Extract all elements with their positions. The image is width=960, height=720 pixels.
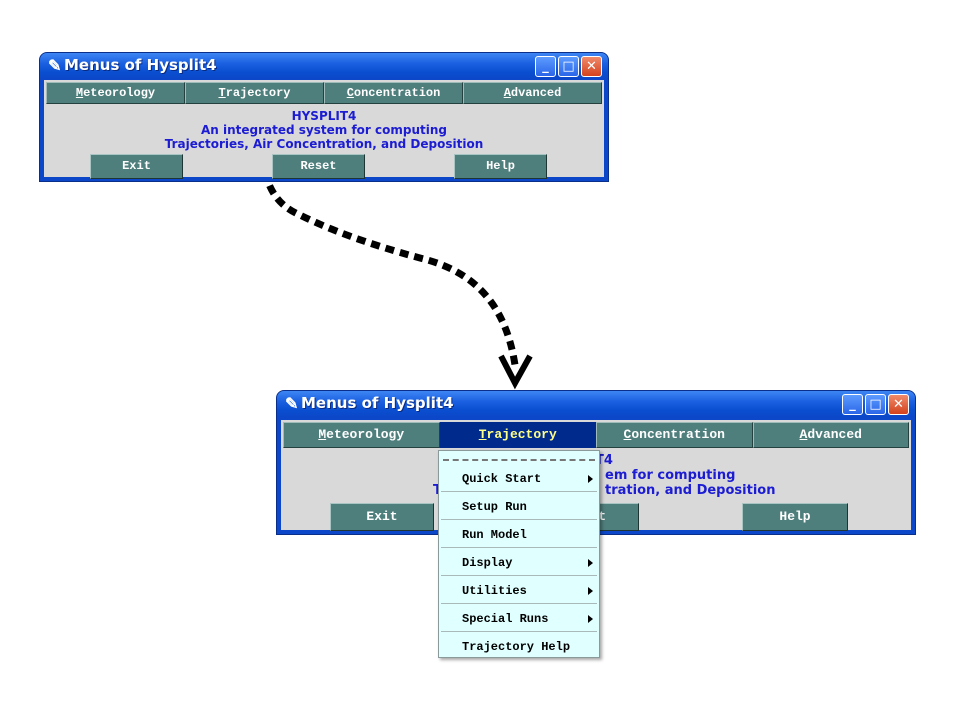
menu-bar: Meteorology Trajectory Concentration Adv… <box>283 422 909 448</box>
feather-icon: ✎ <box>285 396 299 413</box>
menu-trajectory[interactable]: Trajectory <box>439 422 596 448</box>
title-bar[interactable]: ✎ Menus of Hysplit4 _ □ ✕ <box>40 53 608 80</box>
menu-meteorology[interactable]: Meteorology <box>283 422 440 448</box>
submenu-arrow-icon <box>588 559 593 567</box>
menu-bar: Meteorology Trajectory Concentration Adv… <box>46 82 602 104</box>
menu-item-setup-run[interactable]: Setup Run <box>441 494 597 520</box>
menu-item-special-runs[interactable]: Special Runs <box>441 606 597 632</box>
info-subtitle: An integrated system for computing <box>201 123 447 137</box>
window-title: Menus of Hysplit4 <box>64 56 217 74</box>
info-description-fragment: tration, and Deposition <box>605 483 776 498</box>
window-title: Menus of Hysplit4 <box>301 394 454 412</box>
menu-item-quick-start[interactable]: Quick Start <box>441 466 597 492</box>
menu-item-display[interactable]: Display <box>441 550 597 576</box>
help-button[interactable]: Help <box>454 154 547 179</box>
exit-button[interactable]: Exit <box>90 154 183 179</box>
menu-meteorology[interactable]: Meteorology <box>46 82 185 104</box>
info-title: HYSPLIT4 <box>291 109 357 123</box>
close-icon[interactable]: ✕ <box>888 394 909 415</box>
menu-item-utilities[interactable]: Utilities <box>441 578 597 604</box>
trajectory-dropdown-menu: Quick Start Setup Run Run Model Display … <box>438 450 600 658</box>
title-bar[interactable]: ✎ Menus of Hysplit4 _ □ ✕ <box>277 391 915 418</box>
info-description-start: T <box>433 484 911 498</box>
dotted-arrow-path <box>253 111 519 366</box>
submenu-arrow-icon <box>588 615 593 623</box>
reset-button[interactable]: Reset <box>272 154 365 179</box>
menu-advanced[interactable]: Advanced <box>752 422 909 448</box>
submenu-arrow-icon <box>588 587 593 595</box>
tearoff-line[interactable] <box>443 459 595 461</box>
minimize-icon[interactable]: _ <box>842 394 863 415</box>
info-title-fragment: T4 <box>595 453 613 468</box>
feather-icon: ✎ <box>48 58 62 75</box>
maximize-icon[interactable]: □ <box>865 394 886 415</box>
help-button[interactable]: Help <box>742 503 848 531</box>
arrow-head <box>498 354 533 390</box>
minimize-icon[interactable]: _ <box>535 56 556 77</box>
exit-button[interactable]: Exit <box>330 503 434 531</box>
menu-concentration[interactable]: Concentration <box>324 82 463 104</box>
menu-item-run-model[interactable]: Run Model <box>441 522 597 548</box>
info-subtitle-fragment: em for computing <box>605 468 736 483</box>
info-description: Trajectories, Air Concentration, and Dep… <box>164 137 484 151</box>
menu-advanced[interactable]: Advanced <box>463 82 602 104</box>
main-window-top: ✎ Menus of Hysplit4 _ □ ✕ Meteorology Tr… <box>40 53 608 181</box>
close-icon[interactable]: ✕ <box>581 56 602 77</box>
submenu-arrow-icon <box>588 475 593 483</box>
menu-trajectory[interactable]: Trajectory <box>185 82 324 104</box>
maximize-icon[interactable]: □ <box>558 56 579 77</box>
menu-item-trajectory-help[interactable]: Trajectory Help <box>462 640 571 654</box>
menu-concentration[interactable]: Concentration <box>596 422 753 448</box>
client-area: Meteorology Trajectory Concentration Adv… <box>44 80 604 179</box>
